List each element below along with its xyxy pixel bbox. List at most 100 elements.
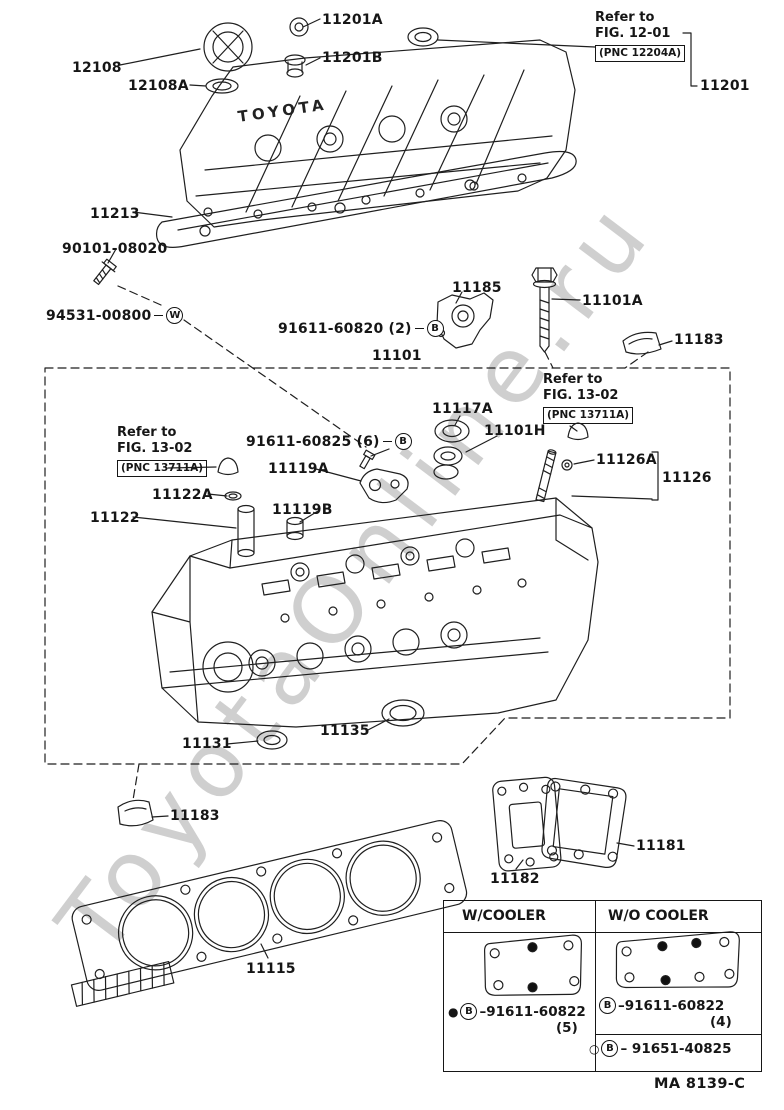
with-cooler-plate-drawing (484, 934, 582, 996)
with-cooler-qty: (5) (556, 1020, 578, 1036)
refer-pnc-box: (PNC 13711A) (117, 459, 208, 477)
seal-11135-drawing (381, 699, 425, 727)
part-label-11101: 11101 (372, 348, 422, 364)
seal-11117A-drawing (434, 419, 470, 443)
refer-line: Refer to (595, 10, 655, 25)
bolt-91611-60825-drawing (359, 449, 376, 470)
cover-brand-text: TOYOTA (237, 96, 329, 126)
part-label-94531-00800: 94531-00800 W (46, 307, 184, 324)
ring-11126A-drawing (561, 459, 573, 471)
part-label-11181: 11181 (636, 838, 686, 854)
part-label-11115: 11115 (246, 961, 296, 977)
bolt-symbol-b: B (394, 433, 412, 450)
dashed-assembly-boundary (44, 285, 731, 801)
leader-dash (414, 328, 424, 329)
without-cooler-part-label-1: B –91611-60822 (599, 997, 724, 1014)
part-label-11122: 11122 (90, 510, 140, 526)
refer-fig: FIG. 13-02 (117, 441, 193, 457)
part-label-12108A: 12108A (128, 78, 189, 94)
hollow-bullet: ○ (589, 1041, 600, 1056)
part-label-91611-60820: 91611-60820 (2) B (278, 320, 444, 337)
without-cooler-qty-1: (4) (710, 1014, 732, 1030)
table-column-divider (595, 901, 596, 1071)
part-11183-left-drawing (117, 799, 154, 827)
cooler-variant-table: W/COOLER W/O COOLER (443, 900, 762, 1072)
part-number-text: 91611-60825 (6) (246, 433, 380, 450)
leader-dash (154, 315, 164, 316)
plate-11181-drawing (541, 777, 627, 868)
refer-pnc-box: (PNC 13711A) (543, 406, 634, 424)
part-label-11119B: 11119B (272, 502, 333, 518)
bolt-symbol-b: B (426, 320, 444, 337)
table-header-divider (444, 932, 761, 933)
figure-code: MA 8139-C (654, 1076, 746, 1092)
oil-filler-cap-drawing (203, 22, 253, 94)
part-label-11101H: 11101H (484, 423, 546, 439)
part-label-11135: 11135 (320, 723, 370, 739)
cylinder-head-drawing (151, 497, 599, 728)
part-label-91611-60825: 91611-60825 (6) B (246, 433, 412, 450)
part-label-11126A: 11126A (596, 452, 657, 468)
table-row-divider (596, 1034, 761, 1035)
part-label-11185: 11185 (452, 280, 502, 296)
bolt-symbol-b: B (601, 1040, 619, 1057)
valve-cover-gasket-drawing (155, 150, 577, 248)
grommet-drawings (284, 17, 439, 78)
part-label-11201A: 11201A (322, 12, 383, 28)
part-number-text: 94531-00800 (46, 307, 152, 324)
part-11101H-drawing (433, 446, 463, 480)
bracket-11119A-drawing (359, 468, 409, 504)
bolt-90101-drawing (93, 258, 117, 286)
part-label-11201: 11201 (700, 78, 750, 94)
bolt-symbol-b: B (599, 997, 616, 1014)
valve-stem-cap-right-drawing (567, 422, 589, 441)
part-label-11126: 11126 (662, 470, 712, 486)
without-cooler-plate-drawing (615, 931, 740, 989)
valve-stem-cap-left-drawing (217, 457, 242, 501)
with-cooler-part-label: ● B –91611-60822 (448, 1003, 586, 1020)
refer-note-fig-13-02-left: Refer to FIG. 13-02 (PNC 13711A) (117, 425, 208, 477)
leader-dash (382, 441, 392, 442)
part-label-11119A: 11119A (268, 461, 329, 477)
gasket-11182-drawing (492, 776, 562, 872)
head-gasket-11115-drawing (70, 820, 468, 1007)
refer-fig: FIG. 12-01 (595, 26, 671, 42)
part-11119B-drawing (286, 516, 304, 541)
part-label-11117A: 11117A (432, 401, 493, 417)
part-label-11122A: 11122A (152, 487, 213, 503)
bolt-11101A-drawing (531, 267, 558, 353)
valve-guide-11122-drawing (237, 504, 255, 558)
plug-11131-drawing (256, 730, 288, 750)
filled-bullet: ● (448, 1004, 459, 1019)
refer-note-fig-12-01: Refer to FIG. 12-01 (PNC 12204A) (595, 10, 686, 62)
part-label-11183-left: 11183 (170, 808, 220, 824)
refer-note-fig-13-02-right: Refer to FIG. 13-02 (PNC 13711A) (543, 372, 634, 424)
part-label-11183-right: 11183 (674, 332, 724, 348)
without-cooler-part-label-2: ○ B – 91651-40825 (589, 1040, 731, 1057)
ring-11122A-shape (224, 491, 242, 501)
leader-lines (107, 18, 698, 959)
part-number-text: – 91651-40825 (620, 1040, 732, 1057)
part-number-text: –91611-60822 (618, 997, 725, 1014)
refer-line: Refer to (117, 425, 177, 440)
part-11183-right-drawing (622, 331, 662, 355)
part-label-90101-08020: 90101-08020 (62, 241, 168, 257)
part-label-11213: 11213 (90, 206, 140, 222)
refer-fig: FIG. 13-02 (543, 388, 619, 404)
stud-11126-drawing (535, 449, 557, 503)
part-label-11101A: 11101A (582, 293, 643, 309)
washer-symbol-w: W (166, 307, 184, 324)
refer-line: Refer to (543, 372, 603, 387)
part-label-11201B: 11201B (322, 50, 383, 66)
part-label-12108: 12108 (72, 60, 122, 76)
header-without-cooler: W/O COOLER (608, 908, 709, 924)
part-number-text: 91611-60820 (2) (278, 320, 412, 337)
part-label-11131: 11131 (182, 736, 232, 752)
header-with-cooler: W/COOLER (462, 908, 546, 924)
part-number-text: –91611-60822 (479, 1003, 586, 1020)
part-label-11182: 11182 (490, 871, 540, 887)
bolt-symbol-b: B (460, 1003, 478, 1020)
refer-pnc-box: (PNC 12204A) (595, 44, 686, 62)
